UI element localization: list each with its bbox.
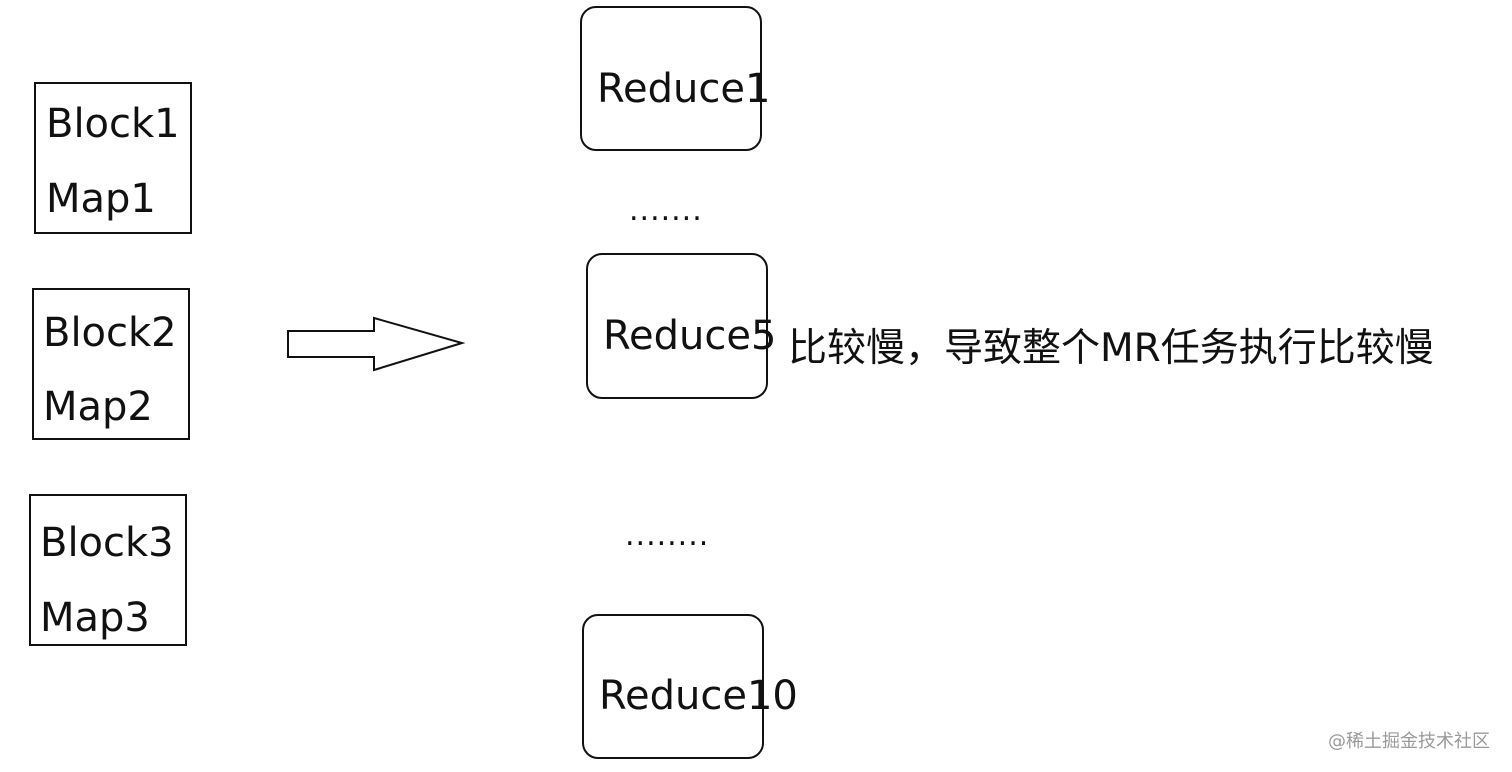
ellipsis: ........ <box>625 518 710 553</box>
reduce-task-1 <box>580 6 762 151</box>
map-label: Map1 <box>46 176 156 222</box>
ellipsis: ....... <box>629 193 703 228</box>
block-label: Block2 <box>43 310 177 356</box>
reduce-task-10 <box>582 614 764 759</box>
reduce-label: Reduce10 <box>599 673 798 719</box>
map-block-2 <box>32 288 190 440</box>
block-label: Block3 <box>40 520 174 566</box>
slow-reduce-annotation: 比较慢，导致整个MR任务执行比较慢 <box>788 326 1434 371</box>
map-block-3 <box>29 494 187 646</box>
source-watermark: @稀土掘金技术社区 <box>1328 731 1490 752</box>
map-label: Map3 <box>40 595 150 641</box>
shuffle-arrow-icon <box>287 316 466 372</box>
map-label: Map2 <box>43 384 153 430</box>
map-block-1 <box>34 82 192 234</box>
block-label: Block1 <box>46 101 180 147</box>
reduce-task-5 <box>586 253 768 399</box>
reduce-label: Reduce1 <box>597 66 771 112</box>
reduce-label: Reduce5 <box>603 313 777 359</box>
